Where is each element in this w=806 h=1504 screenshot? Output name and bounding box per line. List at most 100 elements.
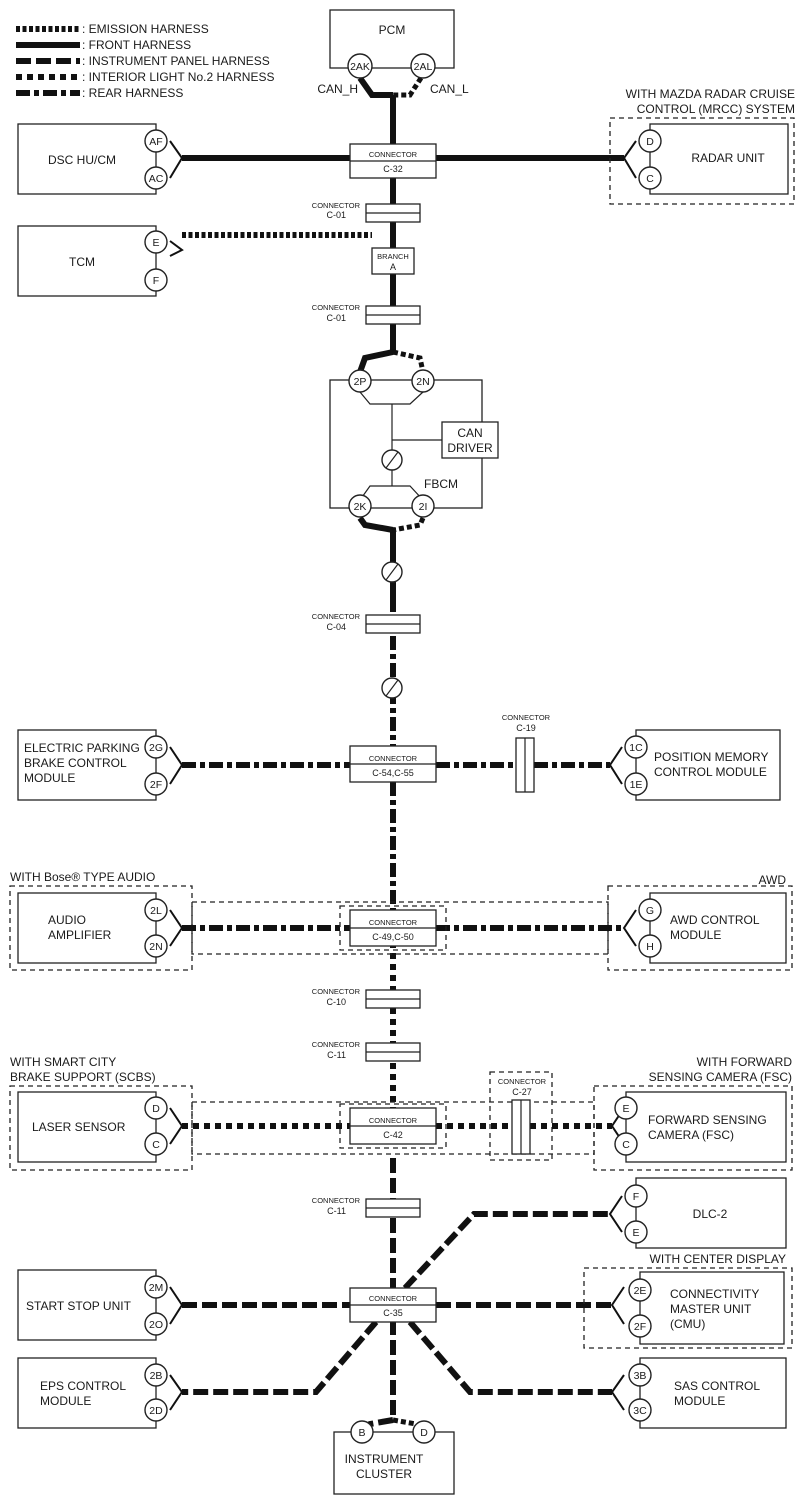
- radar-pin-d: [638, 129, 662, 153]
- twisted-pair-slash-lower: [385, 679, 399, 697]
- connector-c01-upper: CONNECTOR C-01: [312, 201, 421, 223]
- pcm-box: [329, 9, 455, 69]
- cmu-pin-2f-label: 2F: [634, 1321, 646, 1333]
- sas-box: [639, 1357, 787, 1429]
- position-memory-pin-1e-label: 1E: [630, 779, 643, 791]
- cmu-pin-2e: [628, 1278, 652, 1302]
- dsc-node: DSC HU/CM AF AC: [17, 123, 168, 195]
- c19-word: CONNECTOR: [502, 713, 551, 722]
- eps-node: EPS CONTROL MODULE 2B 2D: [17, 1357, 168, 1429]
- wire-startstop-pins: [169, 1286, 184, 1325]
- position-memory-pin-1c-label: 1C: [629, 742, 643, 754]
- dlc2-node: DLC-2 F E: [624, 1177, 787, 1249]
- laser-condition-2: BRAKE SUPPORT (SCBS): [10, 1070, 156, 1084]
- radar-pin-c-label: C: [646, 173, 654, 185]
- c04-word: CONNECTOR: [312, 612, 361, 621]
- audio-amplifier-label-1: AUDIO: [48, 913, 86, 927]
- laser-sensor-node: LASER SENSOR D C: [17, 1091, 168, 1163]
- wire-sas-pins: [610, 1374, 625, 1411]
- cluster-box: [333, 1431, 455, 1495]
- cmu-condition-label: WITH CENTER DISPLAY: [650, 1252, 786, 1266]
- fbcm-pin-2p-label: 2P: [354, 376, 367, 388]
- c49-option-frame: [339, 905, 447, 951]
- wire-c35-eps: [182, 1320, 379, 1395]
- fbcm-top-join: [359, 391, 424, 405]
- radar-box: [649, 123, 789, 195]
- wire-pcm-canh: [357, 76, 393, 98]
- fsc-box: [625, 1091, 787, 1163]
- c01a-id: C-01: [326, 210, 346, 220]
- pcm-pin-2al: [410, 53, 436, 79]
- c42-word: CONNECTOR: [369, 1116, 418, 1125]
- start-stop-label: START STOP UNIT: [26, 1299, 132, 1313]
- cmu-label-3: (CMU): [670, 1317, 705, 1331]
- cmu-node: WITH CENTER DISPLAY CONNECTIVITY MASTER …: [583, 1252, 793, 1349]
- wire-cmu-pins: [610, 1286, 625, 1325]
- cluster-pin-d: [412, 1420, 436, 1444]
- awd-node: AWD CONTROL MODULE G H: [638, 892, 787, 964]
- fbcm-pin-2k: [348, 494, 372, 518]
- epb-pin-2g: [144, 735, 168, 759]
- legend-emission-label: : EMISSION HARNESS: [82, 22, 209, 36]
- audio-amplifier-pin-2n: [144, 934, 168, 958]
- wire-tcm-pins: [169, 240, 184, 257]
- c27-option-frame: [489, 1071, 553, 1161]
- tcm-label: TCM: [69, 255, 95, 269]
- connector-c49-c50: CONNECTOR C-49,C-50: [339, 905, 447, 951]
- fbcm-pin-2k-label: 2K: [354, 501, 367, 513]
- twisted-pair-slash-upper: [385, 563, 399, 581]
- epb-node: ELECTRIC PARKING BRAKE CONTROL MODULE 2G…: [17, 729, 168, 801]
- audio-amplifier-pin-2l-label: 2L: [150, 905, 162, 917]
- c42-option-frame: [339, 1103, 447, 1149]
- audio-condition-label: WITH Bose® TYPE AUDIO: [10, 870, 155, 884]
- laser-sensor-pin-c-label: C: [152, 1139, 160, 1151]
- c01b-id: C-01: [326, 313, 346, 323]
- radar-node: WITH MAZDA RADAR CRUISE CONTROL (MRCC) S…: [609, 87, 795, 205]
- wire-fbcm-2p: [357, 349, 394, 374]
- connector-c10: CONNECTOR C-10: [312, 987, 421, 1009]
- audio-amplifier-pin-2n-label: 2N: [149, 941, 162, 953]
- wire-c35-dlc2: [402, 1211, 610, 1291]
- cluster-pin-b-label: B: [358, 1427, 365, 1439]
- c04-id: C-04: [326, 622, 346, 632]
- c19-id: C-19: [516, 723, 536, 733]
- wire-awd-pins: [622, 909, 637, 947]
- c11a-id: C-11: [327, 1050, 346, 1060]
- position-memory-label-2: CONTROL MODULE: [654, 765, 767, 779]
- fbcm-label: FBCM: [424, 477, 458, 491]
- c27-word: CONNECTOR: [498, 1077, 547, 1086]
- awd-box: [649, 892, 787, 964]
- connector-c19: CONNECTOR C-19: [502, 713, 551, 793]
- dlc2-label: DLC-2: [693, 1207, 728, 1221]
- eps-pin-2b-label: 2B: [150, 1370, 163, 1382]
- c49-id: C-49,C-50: [372, 932, 414, 942]
- radar-condition-1: WITH MAZDA RADAR CRUISE: [626, 87, 795, 101]
- tcm-box: [17, 225, 157, 297]
- c35-id: C-35: [383, 1308, 403, 1318]
- legend-front-label: : FRONT HARNESS: [82, 38, 191, 52]
- position-memory-pin-1e: [624, 772, 648, 796]
- c54-id: C-54,C-55: [372, 768, 414, 778]
- legend-instrument-label: : INSTRUMENT PANEL HARNESS: [82, 54, 270, 68]
- connector-c01-lower: CONNECTOR C-01: [312, 303, 421, 325]
- wire-c35-sas: [407, 1320, 612, 1395]
- awd-label-2: MODULE: [670, 928, 721, 942]
- fbcm-pin-2i: [411, 494, 435, 518]
- pcm-label: PCM: [379, 23, 406, 37]
- epb-pin-2f-label: 2F: [150, 779, 162, 791]
- laser-condition-1: WITH SMART CITY: [10, 1055, 116, 1069]
- dsc-pin-af-label: AF: [149, 136, 162, 148]
- laser-sensor-label: LASER SENSOR: [32, 1120, 126, 1134]
- dlc2-pin-e: [624, 1220, 648, 1244]
- start-stop-pin-2m: [144, 1275, 168, 1299]
- cmu-box: [639, 1271, 785, 1345]
- epb-label-1: ELECTRIC PARKING: [24, 741, 140, 755]
- dlc2-box: [635, 1177, 787, 1249]
- can-driver-label-2: DRIVER: [447, 441, 493, 455]
- c27-id: C-27: [512, 1087, 532, 1097]
- position-memory-box: [635, 729, 781, 801]
- branch-a-box: [371, 247, 415, 275]
- pcm-pin-2al-label: 2AL: [414, 61, 433, 73]
- wire-fbcm-2i: [392, 517, 426, 533]
- position-memory-pin-1c: [624, 735, 648, 759]
